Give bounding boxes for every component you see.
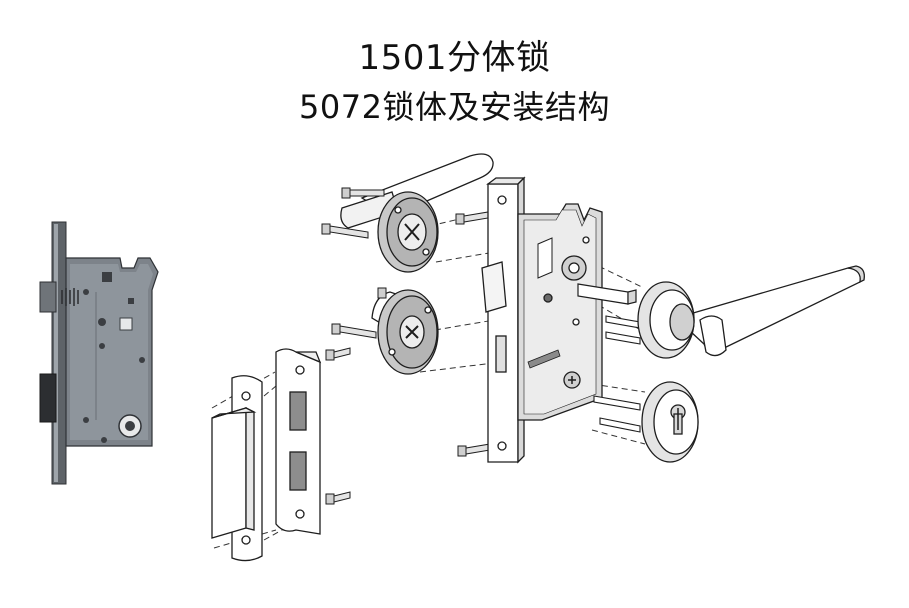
spindle <box>577 283 637 305</box>
lock-case <box>517 203 603 421</box>
strike-screws <box>325 347 351 505</box>
strike-box <box>211 375 263 562</box>
inner-rose-top <box>377 191 439 273</box>
outer-lever-handle <box>674 265 865 357</box>
cylinder-escutcheon <box>641 381 699 463</box>
connecting-rods <box>593 315 641 433</box>
diagram-title: 1501分体锁 <box>358 38 551 78</box>
faceplate-screws <box>455 211 491 457</box>
rose-screws-top <box>321 187 385 239</box>
thumb-turn-rose <box>371 289 439 375</box>
rose-screws-bottom <box>331 287 387 339</box>
outer-rose-top <box>637 281 695 359</box>
strike-plate <box>275 348 322 535</box>
diagram-subtitle: 5072锁体及安装结构 <box>299 88 610 126</box>
lock-body-photo <box>39 221 159 485</box>
